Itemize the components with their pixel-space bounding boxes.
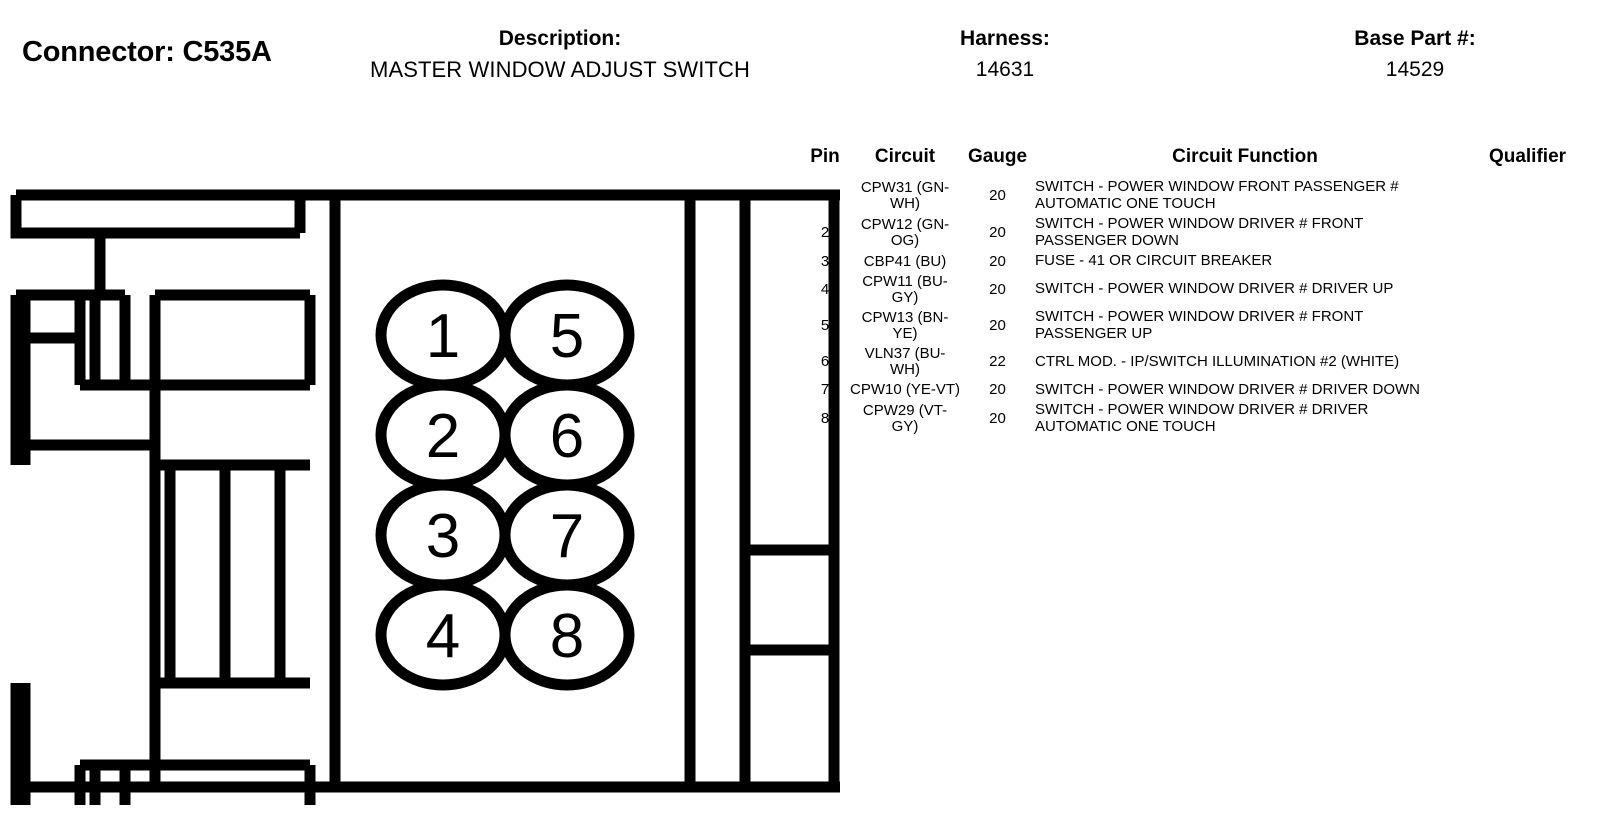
pin-table-container: Pin Circuit Gauge Circuit Function Quali… xyxy=(800,146,1600,437)
column-header-function: Circuit Function xyxy=(1172,146,1318,167)
function-cell: SWITCH - POWER WINDOW DRIVER # DRIVER UP xyxy=(1035,280,1394,298)
left-small-box-a xyxy=(25,289,86,385)
table-row: 4 CPW11 (BU-GY) 20 SWITCH - POWER WINDOW DR… xyxy=(800,272,1600,307)
pin-cell: 8 xyxy=(820,410,830,428)
function-cell: CTRL MOD. - IP/SWITCH ILLUMINATION #2 (W… xyxy=(1035,352,1400,370)
circuit-cell: CPW11 (BU-GY) xyxy=(862,273,948,306)
function-cell: FUSE - 41 OR CIRCUIT BREAKER xyxy=(1035,252,1273,270)
column-header-circuit: Circuit xyxy=(874,146,936,167)
gauge-cell: 20 xyxy=(989,187,1006,204)
description-label: Description: xyxy=(498,27,622,50)
circuit-cell: CPW10 (YE-VT) xyxy=(850,381,961,399)
pin-cell: 5 xyxy=(820,317,830,335)
harness-value: 14631 xyxy=(975,58,1035,81)
top-left-flange xyxy=(10,195,300,239)
qualifier-cell xyxy=(1455,344,1600,379)
pin-number-3: 3 xyxy=(426,502,460,571)
description-block: Description: MASTER WINDOW ADJUST SWITCH xyxy=(330,27,790,83)
pin-table-body: 1 CPW31 (GN-WH) 20 SWITCH - POWER WINDOW FR… xyxy=(800,177,1600,437)
gauge-cell: 22 xyxy=(989,353,1006,371)
table-row: 6 VLN37 (BU-WH) 22 CTRL MOD. - IP/SWITCH IL… xyxy=(800,344,1600,379)
pin-cell: 6 xyxy=(820,353,830,371)
table-row: 1 CPW31 (GN-WH) 20 SWITCH - POWER WINDOW FR… xyxy=(800,177,1600,214)
left-small-box-c xyxy=(74,765,86,822)
qualifier-cell xyxy=(1455,307,1600,344)
header-bar: Connector: C535A Description: MASTER WIN… xyxy=(0,0,1600,110)
pin-cell: 7 xyxy=(820,381,830,399)
column-header-gauge: Gauge xyxy=(967,146,1028,167)
harness-block: Harness: 14631 xyxy=(830,27,1180,82)
pin-number-7: 7 xyxy=(550,502,584,571)
gauge-cell: 20 xyxy=(989,317,1006,335)
pin-table: Pin Circuit Gauge Circuit Function Quali… xyxy=(800,146,1600,437)
circuit-cell: CBP41 (BU) xyxy=(863,252,947,270)
pin-number-4: 4 xyxy=(426,602,460,671)
circuit-cell: VLN37 (BU-WH) xyxy=(864,345,946,378)
function-cell: SWITCH - POWER WINDOW DRIVER # DRIVER DO… xyxy=(1035,380,1420,398)
connector-housing-lines xyxy=(10,189,840,822)
table-row: 8 CPW29 (VT-GY) 20 SWITCH - POWER WINDOW DR… xyxy=(800,400,1600,437)
pin-cell: 4 xyxy=(820,281,830,299)
base-part-block: Base Part #: 14529 xyxy=(1240,27,1590,82)
circuit-cell: CPW12 (GN-OG) xyxy=(860,215,950,249)
gauge-cell: 20 xyxy=(989,410,1006,428)
gauge-cell: 20 xyxy=(989,253,1006,270)
pin-number-6: 6 xyxy=(550,402,584,471)
function-cell: SWITCH - POWER WINDOW DRIVER # FRONT PAS… xyxy=(1035,308,1364,342)
table-row: 3 CBP41 (BU) 20 FUSE - 41 OR CIRCUIT BREAKE… xyxy=(800,251,1600,272)
harness-label: Harness: xyxy=(960,27,1050,50)
circuit-cell: CPW13 (BN-YE) xyxy=(861,309,949,342)
function-cell: SWITCH - POWER WINDOW DRIVER # DRIVER AU… xyxy=(1035,401,1369,435)
qualifier-cell xyxy=(1455,251,1600,272)
pin-cavity-group xyxy=(375,279,635,691)
gauge-cell: 20 xyxy=(989,381,1006,399)
pin-cell: 3 xyxy=(820,253,830,270)
qualifier-cell xyxy=(1455,177,1600,214)
pin-table-head: Pin Circuit Gauge Circuit Function Quali… xyxy=(800,146,1600,177)
qualifier-cell xyxy=(1455,379,1600,400)
pin-number-1: 1 xyxy=(426,302,460,371)
connector-outline-svg: 1 2 3 4 5 6 7 8 xyxy=(10,189,840,822)
base-part-value: 14529 xyxy=(1385,58,1445,81)
qualifier-cell xyxy=(1455,400,1600,437)
pin-number-group: 1 2 3 4 5 6 7 8 xyxy=(426,302,584,671)
table-row: 5 CPW13 (BN-YE) 20 SWITCH - POWER WINDOW DR… xyxy=(800,307,1600,344)
qualifier-cell xyxy=(1455,272,1600,307)
gauge-cell: 20 xyxy=(989,281,1006,299)
page-title: Connector: C535A xyxy=(22,36,272,68)
qualifier-cell xyxy=(1455,214,1600,251)
circuit-cell: CPW29 (VT-GY) xyxy=(862,402,948,435)
pin-cell: 2 xyxy=(820,224,830,241)
function-cell: SWITCH - POWER WINDOW FRONT PASSENGER # … xyxy=(1035,178,1399,212)
column-header-qualifier: Qualifier xyxy=(1488,146,1567,167)
function-cell: SWITCH - POWER WINDOW DRIVER # FRONT PAS… xyxy=(1035,215,1364,249)
pin-number-2: 2 xyxy=(426,402,460,471)
pin-cell: 1 xyxy=(820,187,830,204)
pin-number-5: 5 xyxy=(550,302,584,371)
circuit-cell: CPW31 (GN-WH) xyxy=(860,178,950,212)
table-header-row: Pin Circuit Gauge Circuit Function Quali… xyxy=(800,146,1600,177)
table-row: 7 CPW10 (YE-VT) 20 SWITCH - POWER WINDOW DR… xyxy=(800,379,1600,400)
upper-shelf xyxy=(16,233,106,301)
connector-face-drawing: 1 2 3 4 5 6 7 8 xyxy=(0,175,850,822)
gauge-cell: 20 xyxy=(989,224,1006,241)
pin-number-8: 8 xyxy=(550,602,584,671)
description-value: MASTER WINDOW ADJUST SWITCH xyxy=(370,57,750,82)
table-row: 2 CPW12 (GN-OG) 20 SWITCH - POWER WINDOW DR… xyxy=(800,214,1600,251)
pin-cavity-8 xyxy=(499,579,635,691)
column-header-pin: Pin xyxy=(810,146,840,167)
base-part-label: Base Part #: xyxy=(1354,27,1476,50)
